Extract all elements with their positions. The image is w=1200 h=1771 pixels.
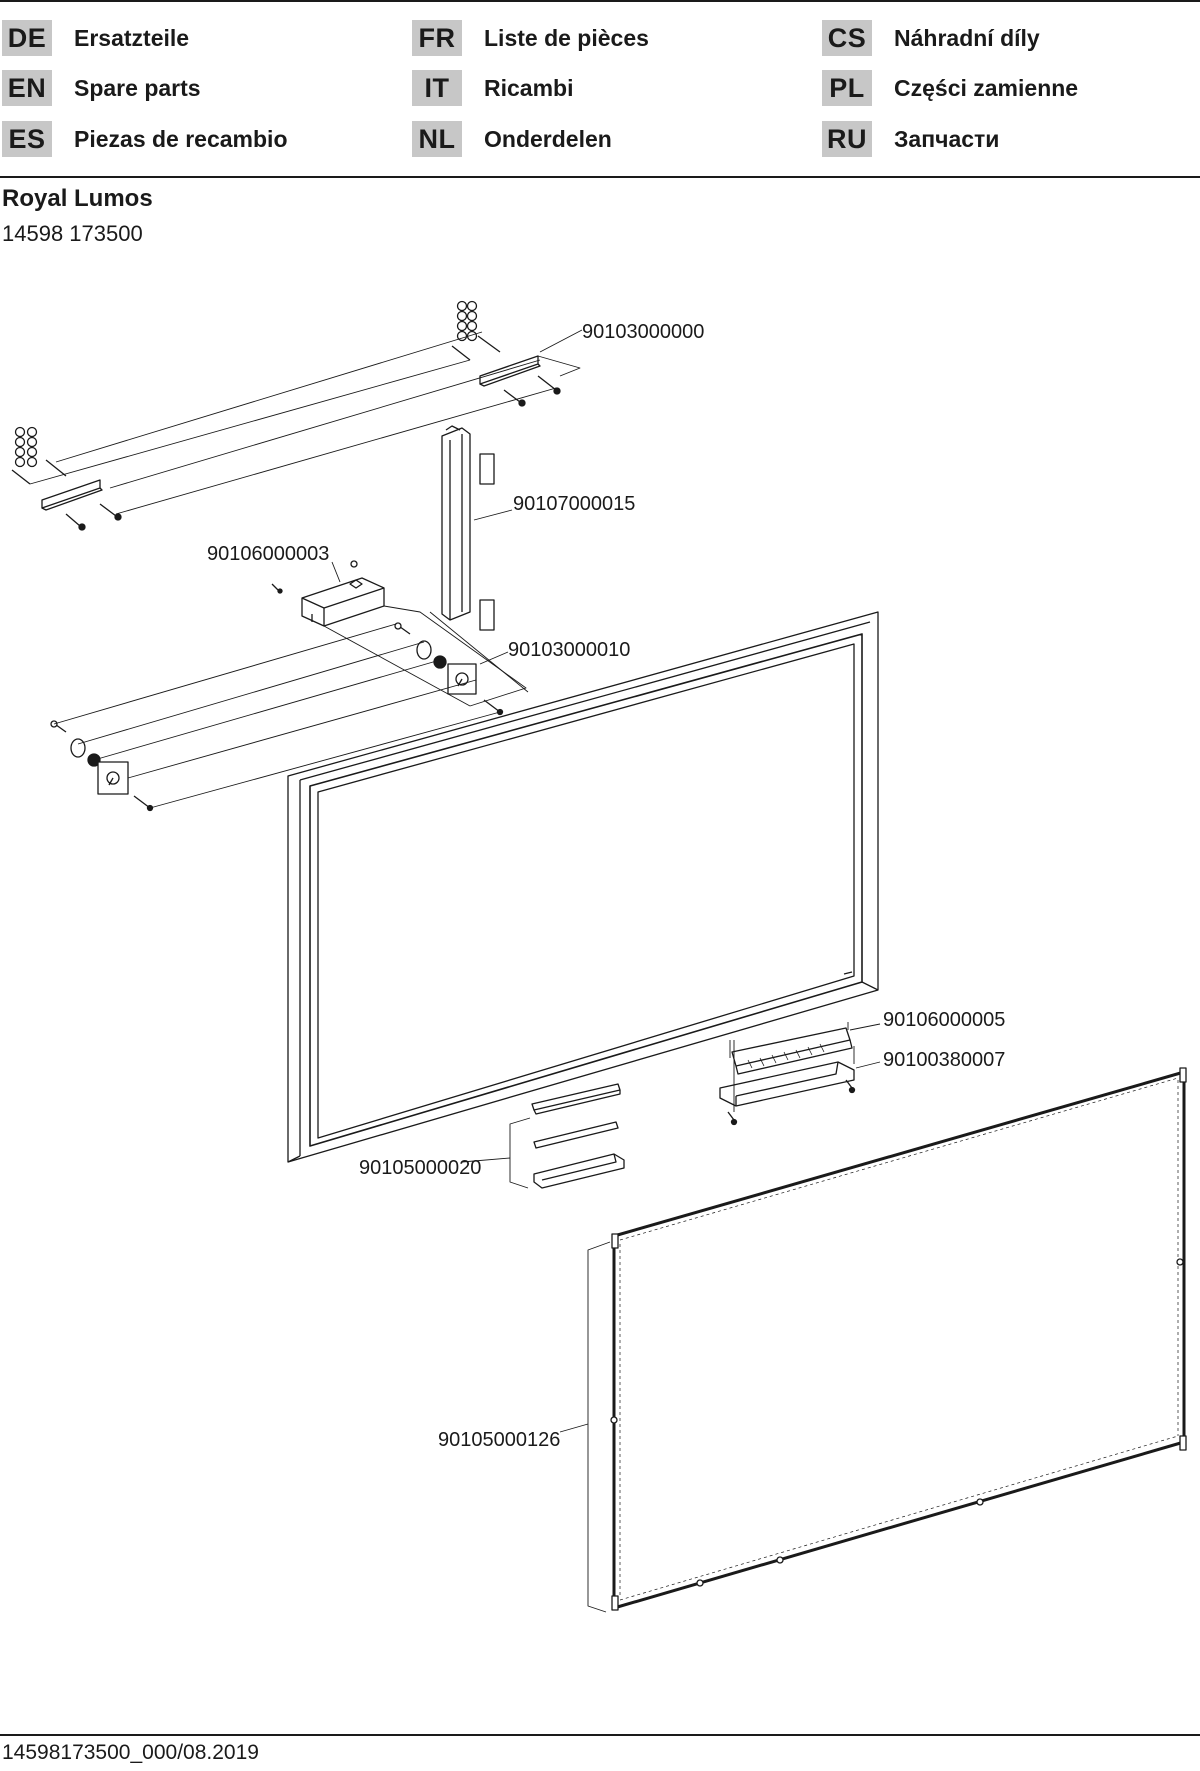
wall-bracket-top-right: [451, 300, 561, 407]
lang-code-badge: NL: [412, 121, 462, 157]
backplate-frame: [587, 1067, 1187, 1613]
lang-code-badge: DE: [2, 20, 52, 56]
mirror-frame: [287, 611, 879, 1163]
lang-row-es: ES Piezas de recambio: [2, 121, 288, 157]
transformer-box: [271, 560, 385, 627]
led-module-holder: [719, 1040, 856, 1126]
lang-row-ru: RU Запчасти: [822, 121, 999, 157]
lang-row-en: EN Spare parts: [2, 70, 201, 106]
product-name: Royal Lumos: [2, 185, 153, 212]
lang-row-it: IT Ricambi: [412, 70, 573, 106]
lang-code-badge: CS: [822, 20, 872, 56]
lang-code-badge: FR: [412, 20, 462, 56]
lang-code-badge: EN: [2, 70, 52, 106]
part-label: 90103000010: [508, 639, 630, 661]
part-label: 90106000003: [207, 543, 329, 565]
lang-row-nl: NL Onderdelen: [412, 121, 612, 157]
lang-label: Náhradní díly: [894, 24, 1040, 51]
lang-label: Części zamienne: [894, 74, 1079, 101]
lang-label: Liste de pièces: [484, 24, 649, 51]
wall-bracket-top-left: [11, 426, 122, 531]
spacer-set-left: [50, 720, 154, 812]
part-label: 90107000015: [513, 493, 635, 515]
lang-label: Ersatzteile: [74, 24, 190, 51]
lang-row-de: DE Ersatzteile: [2, 20, 189, 56]
led-control-module: [729, 1022, 853, 1075]
lang-label: Spare parts: [74, 74, 201, 101]
part-label: 90100380007: [883, 1049, 1005, 1071]
lang-row-cs: CS Náhradní díly: [822, 20, 1040, 56]
spacer-set-right: [394, 622, 504, 716]
spacer-guide-lines: [53, 605, 529, 809]
part-label: 90103000000: [582, 321, 704, 343]
footer-rule: [0, 1734, 1200, 1736]
lang-code-badge: IT: [412, 70, 462, 106]
leader-lines: [331, 329, 881, 1433]
document-code: 14598173500_000/08.2019: [2, 1741, 259, 1764]
header-top-rule: [0, 0, 1200, 2]
lang-code-badge: PL: [822, 70, 872, 106]
lang-row-fr: FR Liste de pièces: [412, 20, 649, 56]
part-label: 90105000020: [359, 1157, 481, 1179]
lang-row-pl: PL Części zamienne: [822, 70, 1078, 106]
lang-label: Запчасти: [894, 125, 1000, 152]
lang-label: Ricambi: [484, 74, 574, 101]
lang-label: Piezas de recambio: [74, 125, 288, 152]
bracket-guide-lines: [29, 331, 581, 515]
vertical-rail: [441, 425, 495, 631]
product-number: 14598 173500: [2, 221, 143, 246]
lang-label: Onderdelen: [484, 125, 612, 152]
part-label: 90106000005: [883, 1009, 1005, 1031]
header-bottom-rule: [0, 176, 1200, 178]
lang-code-badge: RU: [822, 121, 872, 157]
switch-strip-set: [509, 1083, 625, 1189]
lang-code-badge: ES: [2, 121, 52, 157]
part-label: 90105000126: [438, 1429, 560, 1451]
